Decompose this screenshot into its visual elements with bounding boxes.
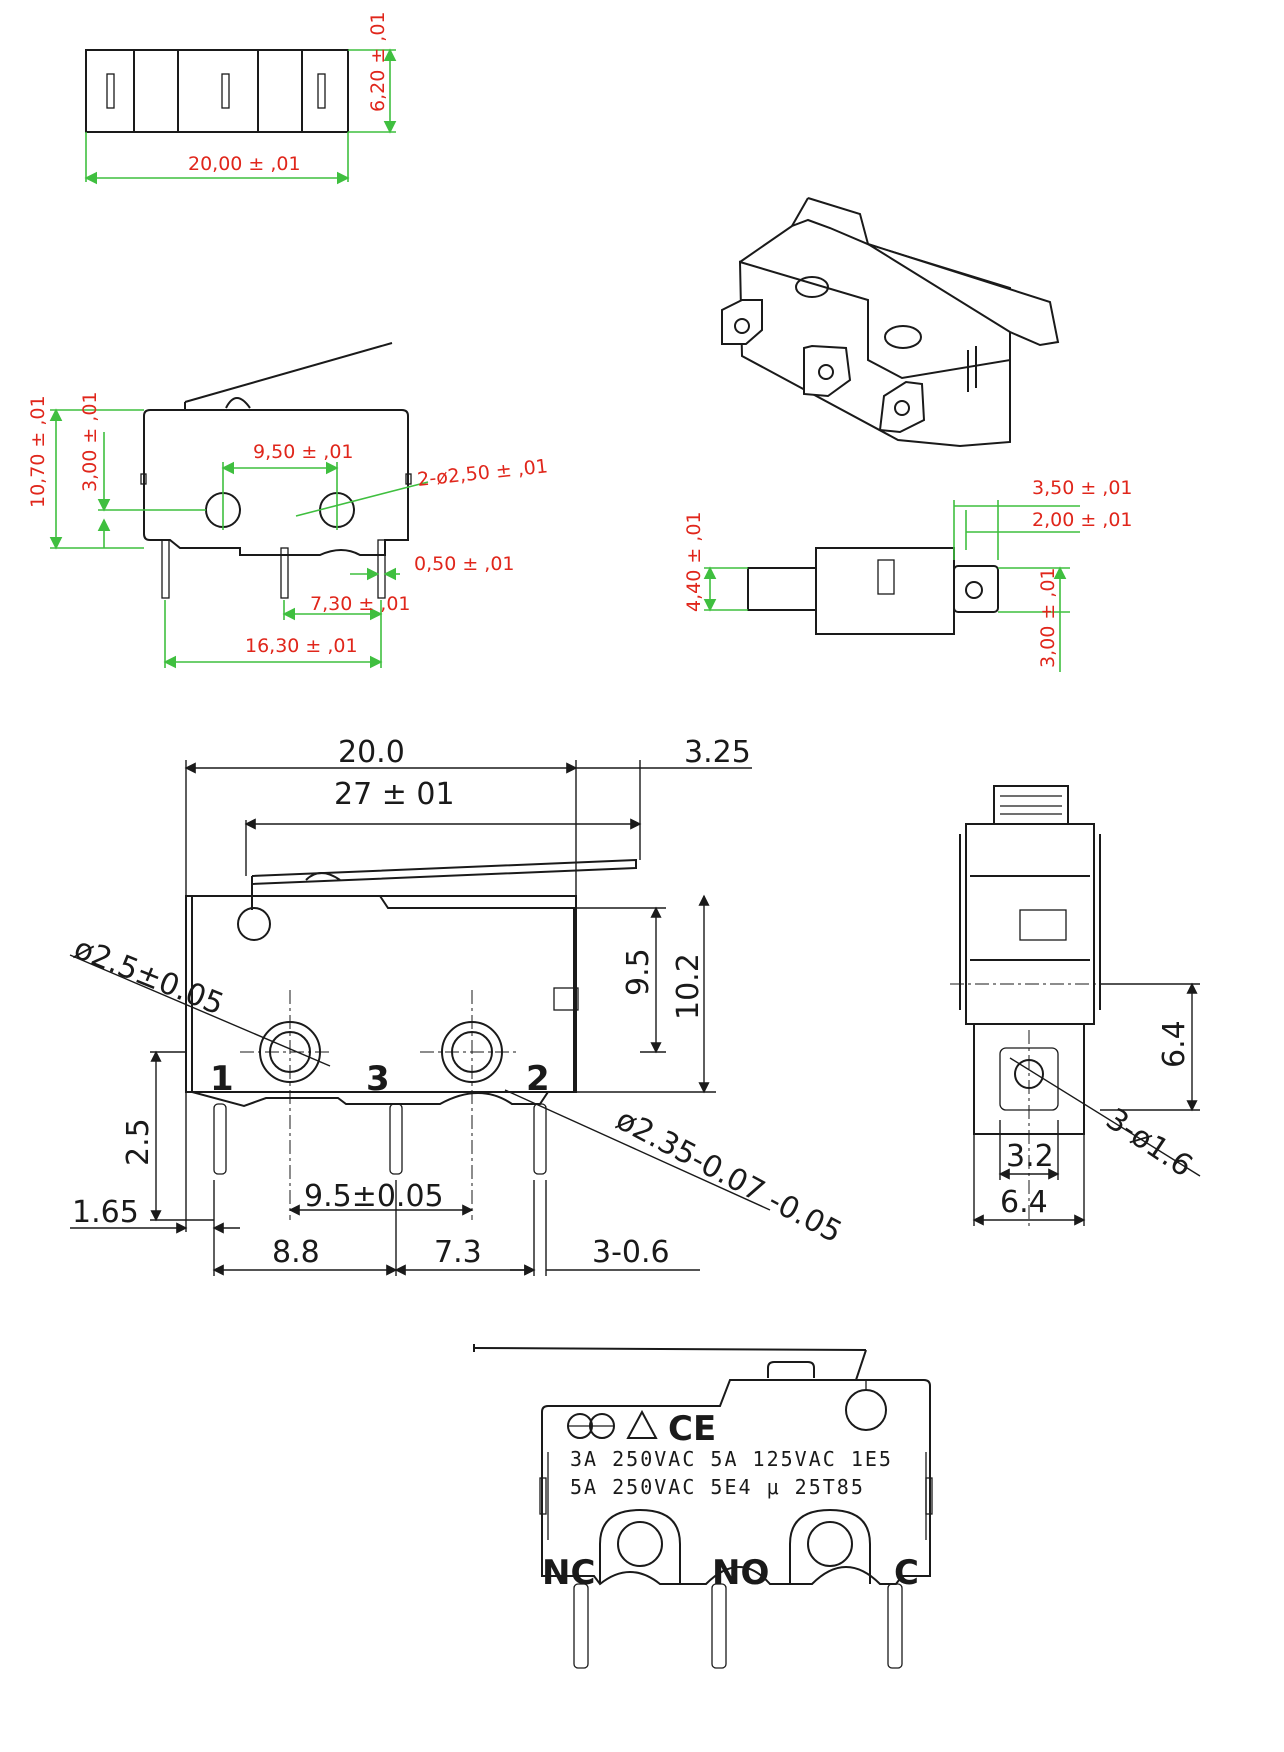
label-view xyxy=(473,1344,933,1669)
end-height-label: 6.4 xyxy=(1157,1020,1192,1068)
main-pin-dia-label: ø2.35-0.07 -0.05 xyxy=(610,1102,847,1250)
main-pin-thk-label: 3-0.6 xyxy=(592,1235,670,1270)
main-hole-height-label: 9.5 xyxy=(621,948,656,996)
main-pin-label-2: 2 xyxy=(526,1059,550,1099)
side-hole-spacing-label: 9,50 ± ,01 xyxy=(253,441,354,463)
side-hole-height-label: 3,00 ± ,01 xyxy=(79,391,101,492)
top-view xyxy=(84,48,397,185)
rating-line-2: 5A 250VAC 5E4 μ 25T85 xyxy=(570,1475,865,1499)
terminal-c-label: C xyxy=(894,1553,919,1593)
side-hole-dia-label: 2-ø2,50 ± ,01 xyxy=(416,455,549,491)
side-view xyxy=(49,342,429,669)
main-front-view xyxy=(69,760,771,1276)
main-pin-spacing-2-label: 7.3 xyxy=(434,1235,482,1270)
main-hole-spacing-label: 9.5±0.05 xyxy=(304,1179,444,1214)
main-pin-label-1: 1 xyxy=(210,1059,234,1099)
side-total-height-label: 10,70 ± ,01 xyxy=(27,395,49,508)
side-pin-thk-label: 0,50 ± ,01 xyxy=(414,553,515,575)
top-width-label: 20,00 ± ,01 xyxy=(188,153,301,175)
main-body-height-label: 10.2 xyxy=(671,953,706,1020)
end-tab-h-label: 3,00 ± ,01 xyxy=(1037,567,1059,668)
end-width-small-label: 3.2 xyxy=(1006,1139,1054,1174)
terminal-no-label: NO xyxy=(712,1553,769,1593)
isometric-view xyxy=(721,197,1060,448)
main-pin-height-label: 2.5 xyxy=(121,1118,156,1166)
end-width-large-label: 6.4 xyxy=(1000,1185,1048,1220)
end-tab-2-label: 2,00 ± ,01 xyxy=(1032,509,1133,531)
top-height-label: 6,20 ± ,01 xyxy=(367,11,389,112)
end-hole-label: 3-ø1.6 xyxy=(1100,1102,1199,1185)
side-pin-spacing-label: 7,30 ± ,01 xyxy=(310,593,411,615)
main-pin-label-3: 3 xyxy=(366,1059,390,1099)
main-overhang-label: 3.25 xyxy=(684,735,751,770)
ce-mark: CE xyxy=(668,1409,716,1449)
end-tab-1-label: 3,50 ± ,01 xyxy=(1032,477,1133,499)
end-view-small xyxy=(703,500,1080,672)
rating-line-1: 3A 250VAC 5A 125VAC 1E5 xyxy=(570,1447,893,1471)
side-pin-span-label: 16,30 ± ,01 xyxy=(245,635,358,657)
main-lever-length-label: 27 ± 01 xyxy=(334,777,455,812)
main-pin-offset-label: 1.65 xyxy=(72,1195,139,1230)
end-view-large xyxy=(950,785,1201,1226)
main-pin-spacing-1-label: 8.8 xyxy=(272,1235,320,1270)
main-body-length-label: 20.0 xyxy=(338,735,405,770)
terminal-nc-label: NC xyxy=(542,1553,595,1593)
end-width-label: 4,40 ± ,01 xyxy=(683,511,705,612)
